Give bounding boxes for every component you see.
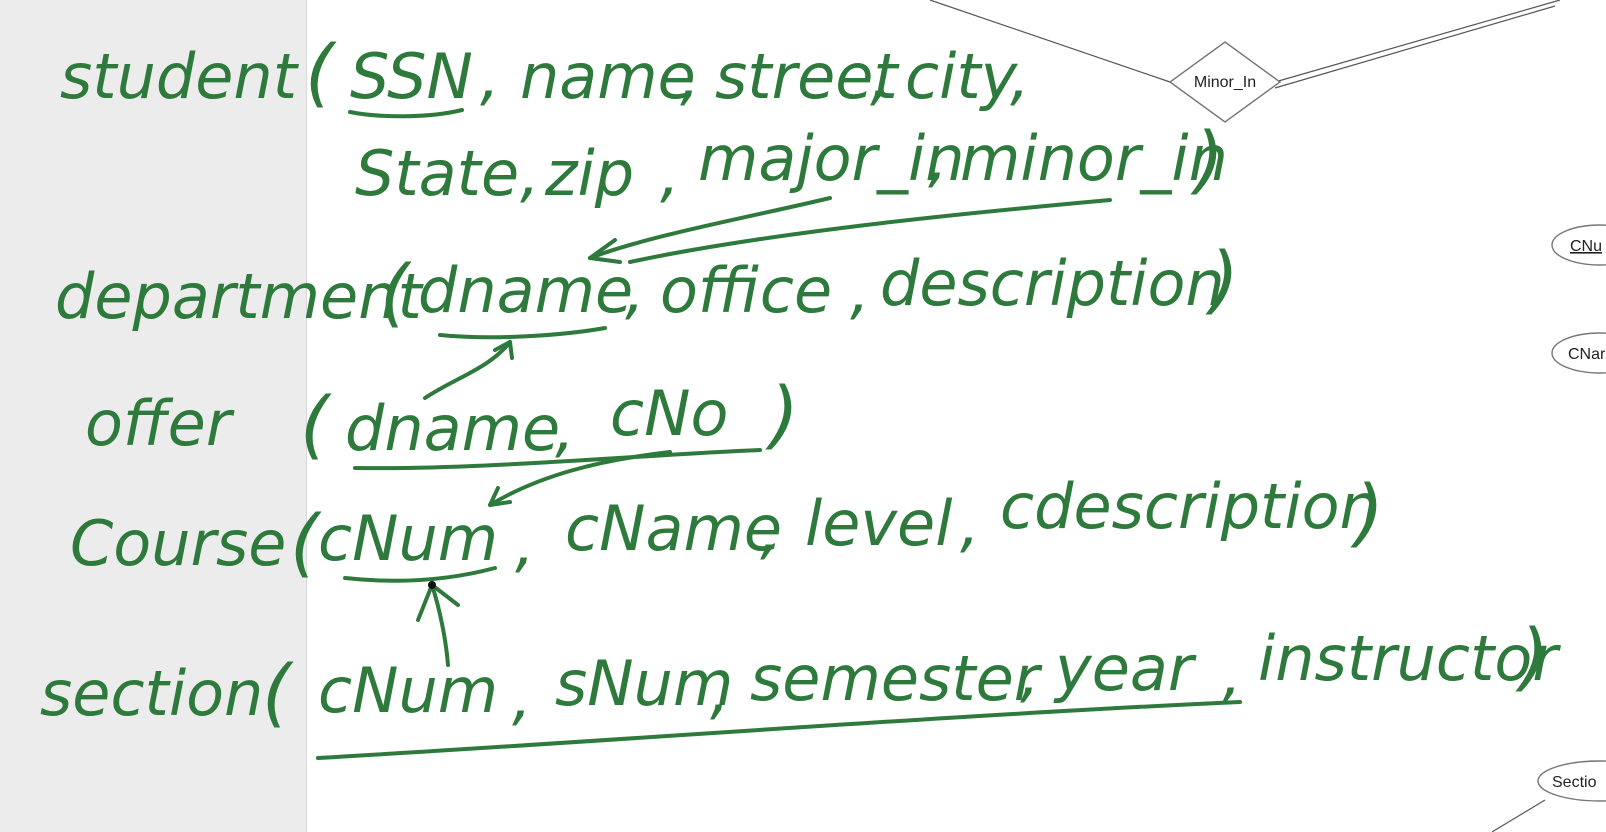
svg-text:,: , [515,507,535,580]
course-relation-name: Course [70,507,286,580]
student-attr-street: street [715,40,900,113]
offer-attr-cno: cNo [610,377,728,450]
left-panel [0,0,306,832]
svg-text:,: , [850,254,870,327]
offer-key-underline [353,448,762,471]
section-attr-year: year [1053,632,1197,705]
section-entity-label: Sectio [1552,774,1597,791]
section-relation-name: section [40,657,263,730]
cname-attribute-label: CNar [1568,346,1606,363]
minor-in-label: Minor_In [1194,74,1256,91]
svg-text:,: , [625,254,645,327]
offer-dname-fk-arrow [423,340,512,400]
student-attr-city: city [905,40,1019,113]
course-attr-cname: cName [565,492,782,565]
student-attr-major-in: major_in [698,122,965,195]
svg-text:,: , [870,40,890,113]
er-connector-line [1491,799,1546,832]
department-attr-office: office [660,254,832,327]
fk-arrow-head [588,238,622,264]
fk-arrow-head [493,340,514,360]
section-attr-snum: sNum [555,647,733,720]
offer-cno-fk-arrow [488,450,672,507]
svg-text:,: , [760,494,780,567]
offer-relation-name: offer [85,387,235,460]
major-in-fk-arrow [588,196,832,260]
panel-divider [306,0,307,832]
minor-in-relationship-diamond [1168,41,1282,123]
dname-key-underline [438,326,607,340]
cnum-key-underline [343,566,497,583]
svg-text:,: , [555,392,575,465]
svg-text:): ) [1350,470,1384,556]
course-attr-cnum: cNum [318,502,498,575]
svg-text:,: , [660,137,680,210]
ssn-key-underline [348,108,464,119]
svg-text:(: ( [300,382,332,468]
svg-text:,: , [928,122,948,195]
er-connector-line [1274,0,1561,83]
minor-in-fk-arrow [628,198,1112,264]
course-attr-cdescription: cdescription [1000,470,1379,543]
section-entity-ellipse [1537,760,1606,802]
section-cnum-fk-arrow [430,583,450,667]
svg-text:,: , [960,487,980,560]
fk-arrow-head [416,583,460,622]
student-attr-state: State [355,137,519,210]
course-attr-level: level [805,487,952,560]
svg-text:,: , [480,40,500,113]
section-key-underline [316,700,1242,760]
student-attr-zip: zip [544,137,634,210]
svg-text:,: , [680,40,700,113]
student-attr-ssn: SSN [350,40,473,113]
svg-text:): ) [1515,614,1549,700]
section-attr-instructor: instructor [1258,622,1561,695]
department-attr-dname: dname [418,254,633,327]
student-attr-name: name [520,40,696,113]
svg-text:(: ( [262,650,294,736]
cname-attribute-ellipse [1551,332,1606,374]
svg-text:,: , [520,137,540,210]
cnum-attribute-ellipse [1551,224,1606,266]
fk-arrow-head [488,486,512,507]
er-connector-line [929,0,1171,83]
offer-attr-dname: dname [345,392,560,465]
section-attr-cnum: cNum [318,654,498,727]
student-attr-minor-in: minor_in [960,122,1228,195]
er-connector-line [1274,5,1556,89]
student-close-paren: ) [1190,117,1224,203]
student-open-paren: ( [305,30,337,116]
svg-text:,: , [1020,637,1040,710]
department-relation-name: department [55,260,424,333]
cursor-dot [428,581,436,589]
svg-text:,: , [1010,40,1030,113]
student-relation-name: student [60,40,300,113]
svg-text:,: , [710,654,730,727]
svg-text:(: ( [380,250,412,336]
svg-text:): ) [765,372,799,458]
cnum-attribute-label: CNu [1570,238,1602,255]
svg-text:): ) [1205,237,1239,323]
svg-text:(: ( [290,500,322,586]
svg-text:,: , [1222,637,1242,710]
department-attr-description: description [880,247,1225,320]
section-attr-semester: semester [750,642,1043,715]
svg-text:,: , [512,660,532,733]
